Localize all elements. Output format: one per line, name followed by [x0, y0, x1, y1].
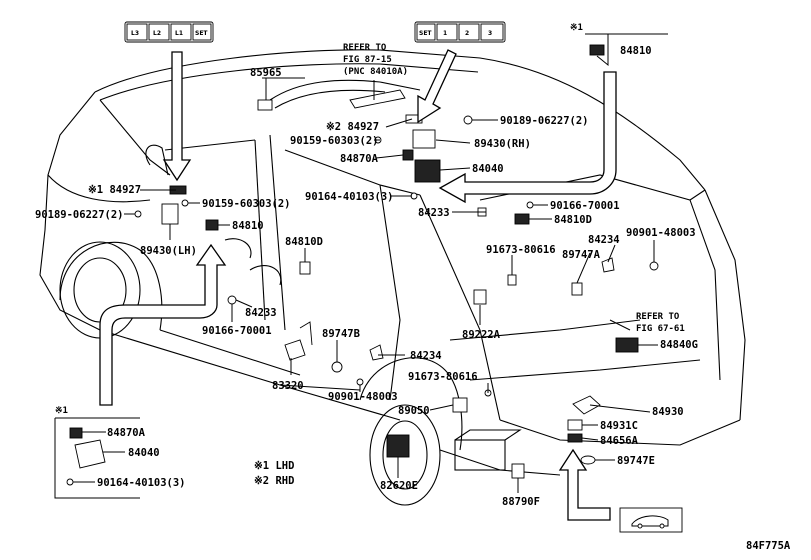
label-90166-top: 90166-70001 — [550, 200, 620, 212]
part-labels: 85965 REFER TO FIG 87-15 (PNC 84010A) ※2… — [35, 23, 698, 508]
label-inset-84040: 84040 — [128, 447, 160, 459]
component-shapes — [134, 44, 659, 479]
label-90901-top: 90901-48003 — [626, 227, 696, 239]
label-inset-84870a: 84870A — [107, 427, 146, 439]
label-refer-fig87-line3: (PNC 84010A) — [343, 67, 408, 77]
label-84927-lhd: ※1 84927 — [88, 184, 141, 196]
label-89430-rh: 89430(RH) — [474, 138, 531, 150]
switch-button-set-left: SET — [195, 30, 208, 37]
label-note1-top: ※1 — [570, 23, 583, 33]
label-89747e: 89747E — [617, 455, 655, 467]
label-84234-top: 84234 — [588, 234, 620, 246]
label-90189-left: 90189-06227(2) — [35, 209, 124, 221]
callout-arrows — [99, 49, 617, 521]
label-84656a: 84656A — [600, 435, 639, 447]
switch-panel-left: L3 L2 L1 SET — [124, 21, 214, 43]
label-inset-90164: 90164-40103(3) — [97, 477, 186, 489]
label-84930: 84930 — [652, 406, 684, 418]
label-note1-inset: ※1 — [55, 406, 68, 416]
switch-button-l2: L2 — [153, 30, 161, 37]
label-89747a: 89747A — [562, 249, 601, 261]
switch-button-2: 2 — [465, 30, 469, 37]
label-refer-fig67-line2: FIG 67-61 — [636, 324, 685, 334]
label-84840g: 84840G — [660, 339, 698, 351]
inset-lhd-switch: ※1 84870A 84040 90164-40103(3) — [55, 406, 186, 489]
label-83320: 83320 — [272, 380, 304, 392]
label-84810-top: 84810 — [620, 45, 652, 57]
label-82620e: 82620E — [380, 480, 418, 492]
label-84931c: 84931C — [600, 420, 638, 432]
label-90189-top: 90189-06227(2) — [500, 115, 589, 127]
label-88790f: 88790F — [502, 496, 540, 508]
label-refer-fig87-line2: FIG 87-15 — [343, 55, 392, 65]
power-door-icon-box — [619, 507, 683, 533]
label-89430-lh: 89430(LH) — [140, 245, 197, 257]
figure-code: 84F775A — [746, 540, 791, 552]
label-91673-mid: 91673-80616 — [408, 371, 478, 383]
label-90901-mid: 90901-48003 — [328, 391, 398, 403]
note-rhd: ※2 RHD — [254, 475, 294, 487]
label-refer-fig67-line1: REFER TO — [636, 312, 680, 322]
label-89747b: 89747B — [322, 328, 360, 340]
switch-button-set-right: SET — [419, 30, 432, 37]
label-90166-mid: 90166-70001 — [202, 325, 272, 337]
label-84233-mid: 84233 — [245, 307, 277, 319]
label-85965: 85965 — [250, 67, 282, 79]
label-89222a: 89222A — [462, 329, 501, 341]
label-84927-rhd: ※2 84927 — [326, 121, 379, 133]
label-84810d-top: 84810D — [554, 214, 592, 226]
label-84233-top: 84233 — [418, 207, 450, 219]
switch-button-l3: L3 — [131, 30, 139, 37]
label-89050: 89050 — [398, 405, 430, 417]
leader-lines — [54, 33, 668, 499]
label-90159-top: 90159-60303(2) — [290, 135, 379, 147]
label-84040-top: 84040 — [472, 163, 504, 175]
label-91673-top: 91673-80616 — [486, 244, 556, 256]
switch-button-l1: L1 — [175, 30, 183, 37]
switch-panel-right: SET 1 2 3 — [414, 21, 506, 43]
label-84870a-top: 84870A — [340, 153, 379, 165]
label-90164-top: 90164-40103(3) — [305, 191, 394, 203]
notes: ※1 LHD ※2 RHD 84F775A — [254, 460, 791, 552]
label-refer-fig87-line1: REFER TO — [343, 43, 387, 53]
switch-button-1: 1 — [443, 30, 447, 37]
note-lhd: ※1 LHD — [254, 460, 294, 472]
label-84810d-mid: 84810D — [285, 236, 323, 248]
label-84234-mid: 84234 — [410, 350, 442, 362]
switch-button-3: 3 — [488, 30, 492, 37]
label-84810-mid: 84810 — [232, 220, 264, 232]
label-90159-left: 90159-60303(2) — [202, 198, 291, 210]
